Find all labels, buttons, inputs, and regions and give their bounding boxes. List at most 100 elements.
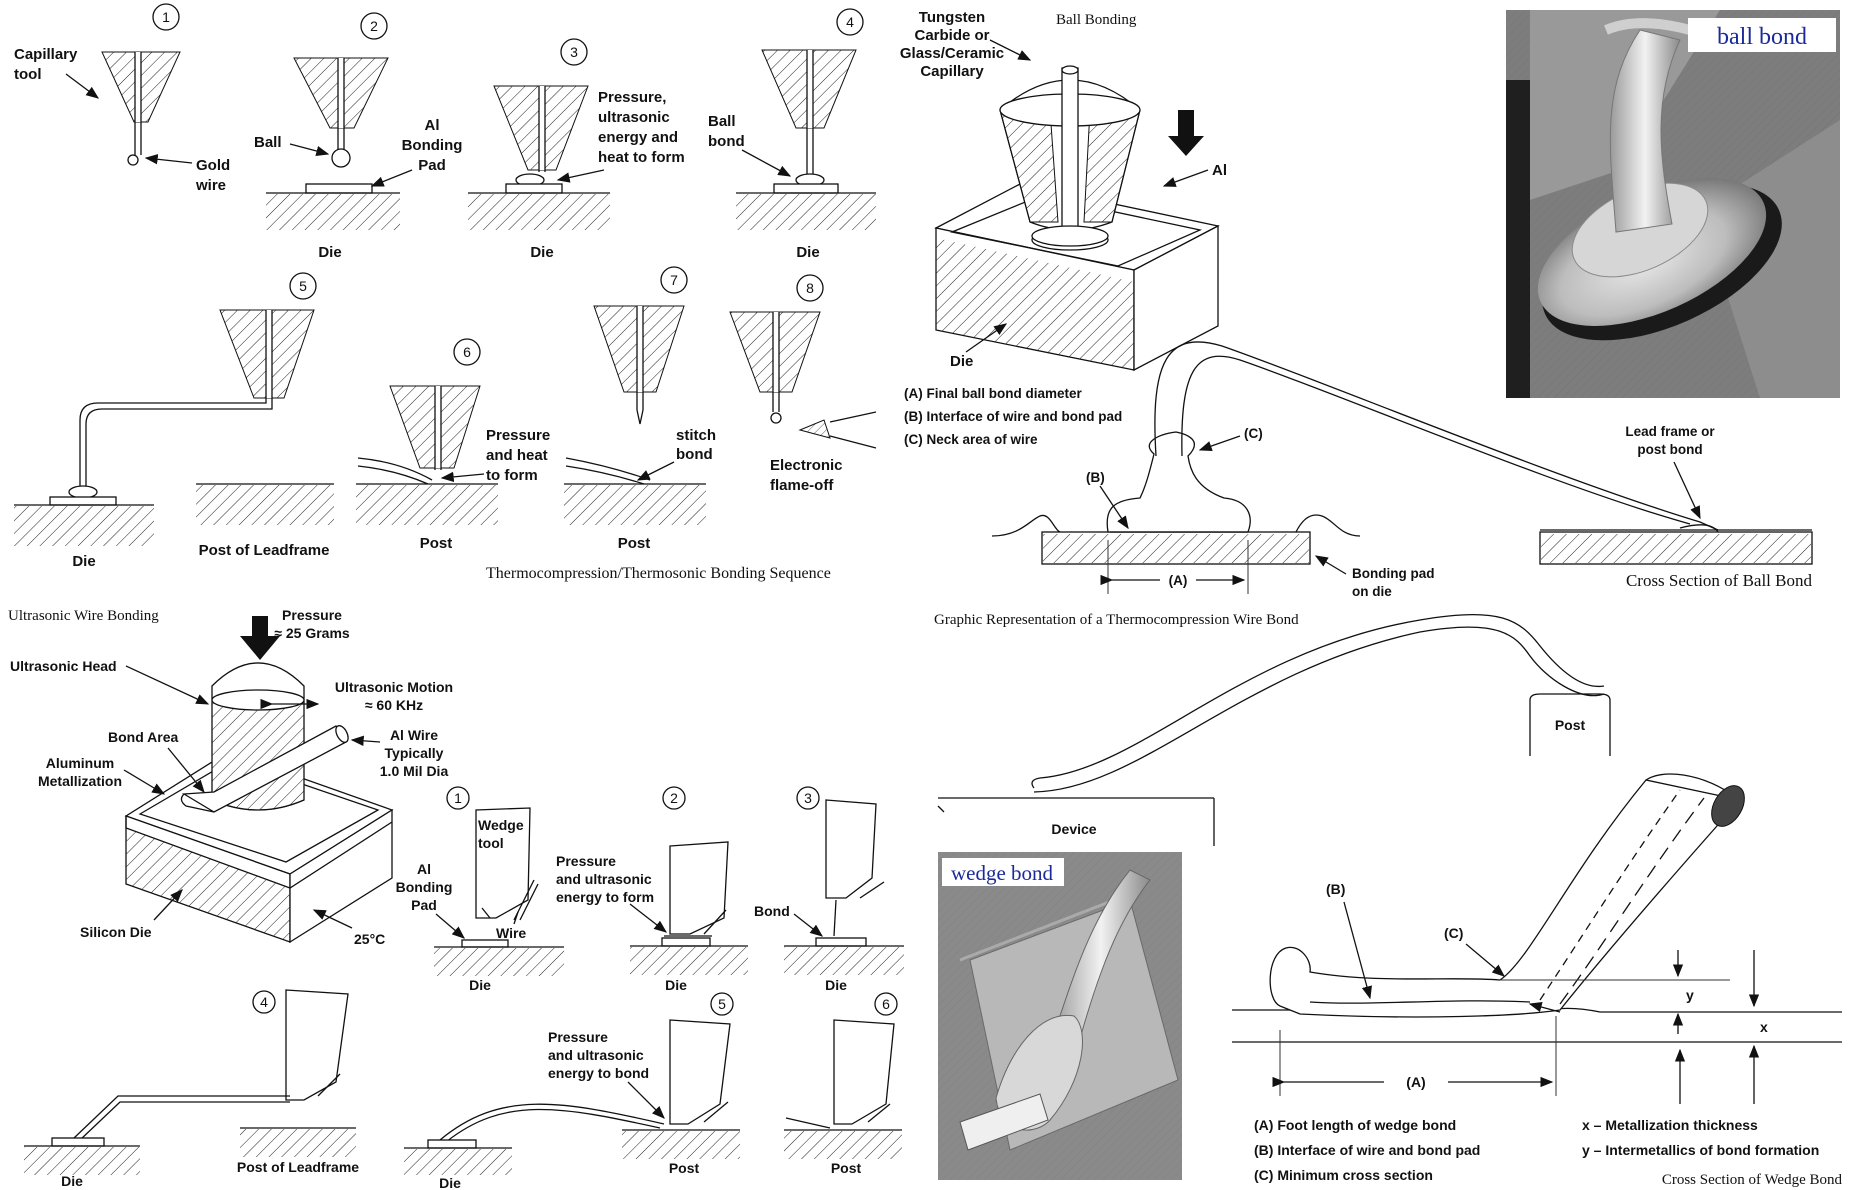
step-7: 7 Post stitch bond [564,266,716,552]
svg-text:3: 3 [570,44,578,60]
svg-text:Post of Leadframe: Post of Leadframe [237,1159,359,1175]
svg-text:Die: Die [950,353,973,370]
svg-text:4: 4 [846,14,854,30]
svg-text:(B): (B) [1086,470,1105,485]
svg-text:Device: Device [1051,821,1096,837]
svg-text:Pressure: Pressure [282,607,342,623]
svg-text:on die: on die [1352,584,1392,599]
svg-text:energy to form: energy to form [556,889,654,905]
wedge-step-3: 3 Die Bond [754,786,904,993]
svg-text:Silicon Die: Silicon Die [80,924,152,940]
wedge-step-2: 2 Die Pressure and ultrasonic energy to … [556,786,748,993]
wedge-step-6: 6 Post [784,992,902,1176]
svg-text:Post: Post [831,1160,862,1176]
svg-text:tool: tool [478,835,504,851]
svg-text:≈ 60 KHz: ≈ 60 KHz [365,697,423,713]
svg-text:(C): (C) [1444,925,1463,941]
svg-text:Bonding pad: Bonding pad [1352,566,1434,581]
svg-text:6: 6 [463,344,471,360]
svg-text:(A) Foot length of wedge bond: (A) Foot length of wedge bond [1254,1117,1456,1133]
step-number: 1 [162,9,170,25]
svg-text:Die: Die [439,1175,461,1190]
wedge-step-4: 4 Die Post of Leadframe [24,989,359,1189]
ultrasonic-title: Ultrasonic Wire Bonding [8,608,159,624]
tc-sequence: 1 Capillary tool Gold wire 2 Die Ball Al… [14,3,877,582]
svg-text:(A): (A) [1169,573,1188,588]
wedge-bond-photo: wedge bond [938,852,1182,1180]
svg-text:heat to form: heat to form [598,149,685,166]
step-8: 8 Electronic flame-off [729,274,877,494]
svg-text:Pad: Pad [418,157,446,174]
svg-text:Pressure: Pressure [556,853,616,869]
svg-text:(B): (B) [1326,881,1345,897]
svg-text:1: 1 [454,790,462,806]
svg-text:Al: Al [417,861,431,877]
svg-text:Die: Die [61,1173,83,1189]
svg-text:y: y [1686,987,1694,1003]
svg-text:Bonding: Bonding [402,137,463,154]
svg-text:x – Metallization thickness: x – Metallization thickness [1582,1117,1758,1133]
svg-text:to form: to form [486,467,538,484]
tc-wire-bond-caption: Graphic Representation of a Thermocompre… [934,612,1299,628]
step-1: 1 Capillary tool Gold wire [14,3,230,194]
wedge-sequence: 1 Wedge tool Die Al Bonding Pad Wire 2 D… [24,786,904,1190]
svg-text:Die: Die [825,977,847,993]
svg-text:(B) Interface of wire and bond: (B) Interface of wire and bond pad [1254,1142,1480,1158]
step-5: 5 Die Post of Leadframe [14,272,334,570]
svg-text:x: x [1760,1019,1768,1035]
svg-text:Die: Die [469,977,491,993]
svg-text:Al Wire: Al Wire [390,727,438,743]
ultrasonic-bonding: Ultrasonic Wire Bonding Pressure ≈ 25 Gr… [8,607,453,947]
svg-text:Pressure: Pressure [548,1029,608,1045]
tc-wire-bond-section: Lead frame or post bond (C) (B) (A) Bond… [934,341,1813,628]
svg-text:Wire: Wire [496,925,526,941]
svg-text:energy and: energy and [598,129,678,146]
svg-text:and ultrasonic: and ultrasonic [556,871,652,887]
ball-bond-photo: ball bond [1506,10,1840,398]
label-ball: Ball [254,134,282,151]
svg-text:post bond: post bond [1637,442,1702,457]
device-post-wire: Post Device [937,613,1611,846]
svg-text:2: 2 [370,18,378,34]
svg-text:(C) Neck area of wire: (C) Neck area of wire [904,432,1038,447]
svg-text:Electronic: Electronic [770,457,843,474]
svg-text:Post: Post [618,535,651,552]
tc-sequence-caption: Thermocompression/Thermosonic Bonding Se… [486,565,831,582]
label-capillary: Capillary [14,46,78,63]
wedge-bond-photo-label: wedge bond [951,861,1054,885]
svg-text:6: 6 [882,996,890,1012]
svg-text:Capillary: Capillary [920,63,984,80]
svg-text:energy to bond: energy to bond [548,1065,649,1081]
svg-text:ultrasonic: ultrasonic [598,109,670,126]
svg-text:flame-off: flame-off [770,477,834,494]
svg-text:Al: Al [425,117,440,134]
svg-text:Lead frame or: Lead frame or [1625,424,1715,439]
wedge-step-5: 5 Die Post Pressure and ultrasonic energ… [404,992,740,1190]
svg-text:Pressure: Pressure [486,427,550,444]
ball-bonding-title: Ball Bonding [1056,12,1137,28]
svg-text:5: 5 [299,278,307,294]
svg-text:y – Intermetallics of bond for: y – Intermetallics of bond formation [1582,1142,1819,1158]
ball-bonding-iso: Ball Bonding Tungsten Carbide or Glass/C… [900,9,1227,447]
svg-text:Die: Die [72,553,95,570]
svg-text:and heat: and heat [486,447,548,464]
svg-text:(A) Final ball bond diameter: (A) Final ball bond diameter [904,386,1083,401]
svg-text:Die: Die [665,977,687,993]
svg-text:Ultrasonic Head: Ultrasonic Head [10,658,117,674]
svg-text:tool: tool [14,66,42,83]
svg-text:Metallization: Metallization [38,773,122,789]
wedge-cross-section: (B) (C) y x (A) (A) Foot length of wedge… [1232,773,1843,1188]
cross-section-wedge-caption: Cross Section of Wedge Bond [1662,1172,1843,1188]
svg-text:Die: Die [318,244,341,261]
svg-text:Post: Post [669,1160,700,1176]
svg-text:Die: Die [530,244,553,261]
svg-text:wire: wire [195,177,226,194]
svg-text:Wedge: Wedge [478,817,524,833]
svg-text:Pressure,: Pressure, [598,89,666,106]
step-6: 6 Post Pressure and heat to form [356,338,550,552]
svg-text:4: 4 [260,994,268,1010]
svg-text:5: 5 [718,996,726,1012]
svg-text:(A): (A) [1406,1074,1425,1090]
svg-text:Ultrasonic Motion: Ultrasonic Motion [335,679,453,695]
step-3: 3 Die Pressure, ultrasonic energy and he… [468,38,685,261]
